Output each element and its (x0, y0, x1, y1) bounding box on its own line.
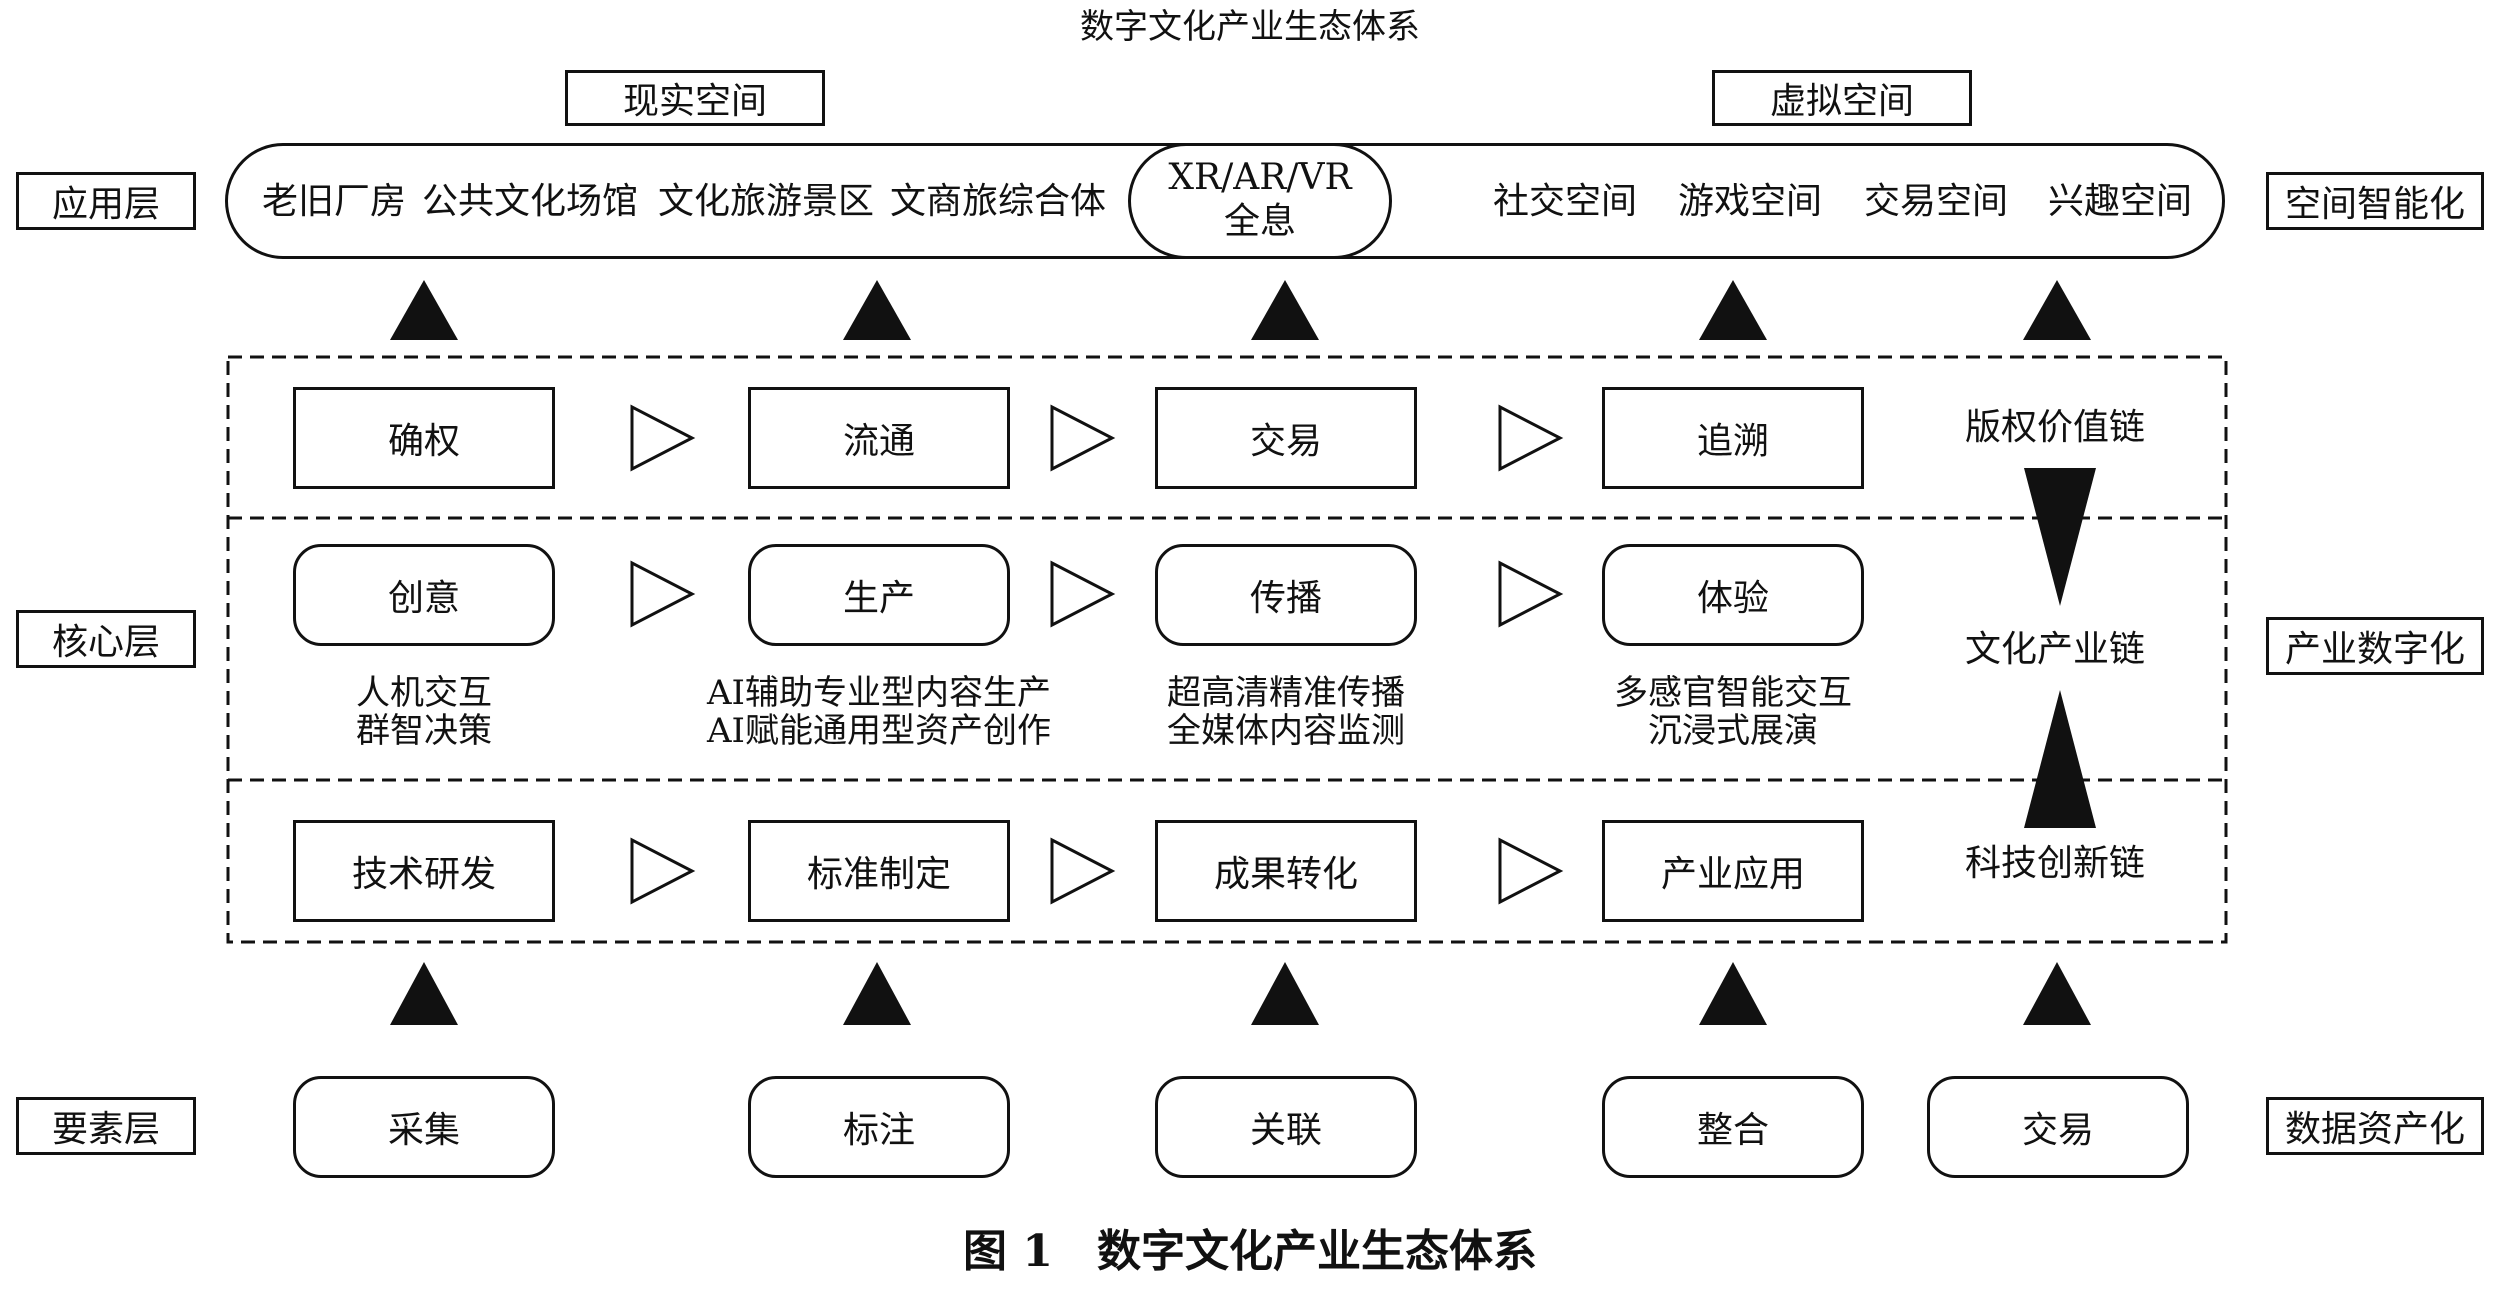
element-trade: 交易 (1927, 1076, 2189, 1178)
flow-arrow-r1-2 (1050, 404, 1116, 472)
production-desc-line1: AI辅助专业型内容生产 (707, 673, 1051, 713)
creativity-desc-line1: 人机交互 (356, 673, 492, 713)
dissemination-desc-line1: 超高清精准传播 (1167, 673, 1405, 713)
down-arrow-copyright-to-culture (2024, 468, 2096, 606)
creativity-desc-line2: 群智决策 (356, 711, 492, 751)
app-real-item-culture-venue: 公共文化场馆 (422, 181, 639, 222)
step-experience: 体验 (1602, 544, 1864, 646)
flow-arrow-r2-2 (1050, 560, 1116, 628)
up-arrow-app-5 (2023, 280, 2091, 340)
core-layer-dashed-frame (226, 355, 2228, 944)
step-dissemination: 传播 (1155, 544, 1417, 646)
app-virtual-item-trade: 交易空间 (1864, 181, 2009, 222)
app-real-item-scenic-area: 文化旅游景区 (658, 181, 875, 222)
step-achievement-transfer: 成果转化 (1155, 820, 1417, 922)
step-tech-rnd: 技术研发 (293, 820, 555, 922)
tech-chain-label: 科技创新链 (1965, 843, 2146, 884)
real-space-header: 现实空间 (565, 70, 825, 126)
label-data-assetization: 数据资产化 (2266, 1097, 2484, 1155)
step-circulation: 流通 (748, 387, 1010, 489)
virtual-space-header: 虚拟空间 (1712, 70, 1972, 126)
step-creativity: 创意 (293, 544, 555, 646)
copyright-chain-label: 版权价值链 (1965, 407, 2146, 448)
element-associate: 关联 (1155, 1076, 1417, 1178)
app-center-xr-capsule (1128, 143, 1392, 259)
flow-arrow-r3-3 (1498, 837, 1564, 905)
app-real-item-old-factory: 老旧厂房 (262, 181, 407, 222)
app-real-item-complex: 文商旅综合体 (890, 181, 1107, 222)
flow-arrow-r1-3 (1498, 404, 1564, 472)
up-arrow-elem-3 (1251, 962, 1319, 1025)
element-annotate: 标注 (748, 1076, 1010, 1178)
label-core-layer: 核心层 (16, 610, 196, 668)
app-virtual-item-interest: 兴趣空间 (2048, 181, 2193, 222)
app-virtual-item-game: 游戏空间 (1678, 181, 1823, 222)
up-arrow-app-1 (390, 280, 458, 340)
flow-arrow-r1-1 (630, 404, 696, 472)
flow-arrow-r3-1 (630, 837, 696, 905)
up-arrow-tech-to-culture (2024, 690, 2096, 828)
culture-chain-label: 文化产业链 (1965, 629, 2146, 670)
step-standard-setting: 标准制定 (748, 820, 1010, 922)
flow-arrow-r2-3 (1498, 560, 1564, 628)
app-center-line2: 全息 (1223, 201, 1296, 242)
figure-caption: 图 1 数字文化产业生态体系 (963, 1226, 1537, 1277)
up-arrow-elem-2 (843, 962, 911, 1025)
label-application-layer: 应用层 (16, 172, 196, 230)
up-arrow-elem-4 (1699, 962, 1767, 1025)
label-element-layer: 要素层 (16, 1097, 196, 1155)
label-space-intelligence: 空间智能化 (2266, 172, 2484, 230)
flow-arrow-r3-2 (1050, 837, 1116, 905)
dissemination-desc-line2: 全媒体内容监测 (1167, 711, 1405, 751)
up-arrow-app-4 (1699, 280, 1767, 340)
step-traceability: 追溯 (1602, 387, 1864, 489)
step-confirm-rights: 确权 (293, 387, 555, 489)
experience-desc-line2: 沉浸式展演 (1648, 711, 1818, 751)
up-arrow-elem-1 (390, 962, 458, 1025)
up-arrow-elem-5 (2023, 962, 2091, 1025)
flow-arrow-r2-1 (630, 560, 696, 628)
label-industry-digitalization: 产业数字化 (2266, 617, 2484, 675)
diagram-title: 数字文化产业生态体系 (1080, 7, 1420, 47)
up-arrow-app-2 (843, 280, 911, 340)
step-transaction: 交易 (1155, 387, 1417, 489)
up-arrow-app-3 (1251, 280, 1319, 340)
step-industry-application: 产业应用 (1602, 820, 1864, 922)
production-desc-line2: AI赋能通用型资产创作 (707, 711, 1051, 751)
element-integrate: 整合 (1602, 1076, 1864, 1178)
app-virtual-item-social: 社交空间 (1493, 181, 1638, 222)
step-production: 生产 (748, 544, 1010, 646)
experience-desc-line1: 多感官智能交互 (1614, 673, 1852, 713)
app-center-line1: XR/AR/VR (1168, 157, 1352, 198)
element-collect: 采集 (293, 1076, 555, 1178)
